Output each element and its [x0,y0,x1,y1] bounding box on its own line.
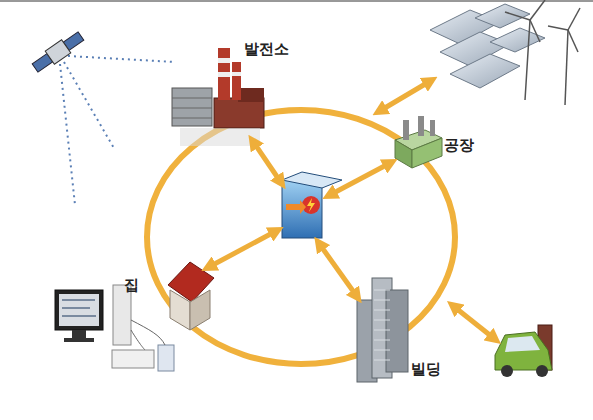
building-illustration [357,278,408,382]
node-label: 발전소 [244,40,289,59]
grid-control-center [282,172,342,238]
factory-illustration [395,116,442,168]
electric-car [495,325,552,377]
node-label: 공장 [444,136,474,155]
top-rule [0,1,593,2]
renewable-farm [430,0,580,105]
flow-arrows [207,80,496,340]
node-label: 빌딩 [411,360,441,379]
house-illustration [168,262,214,330]
node-label: 집 [124,276,139,295]
power-plant-illustration [172,48,264,146]
facility-node: 발전소 [170,38,270,130]
grid-ring [147,110,455,364]
home-devices [55,285,174,371]
facility-node: 집 [120,260,215,332]
facility-node: 공장 [392,114,482,170]
satellite [30,29,175,205]
facility-node: 빌딩 [355,276,445,384]
